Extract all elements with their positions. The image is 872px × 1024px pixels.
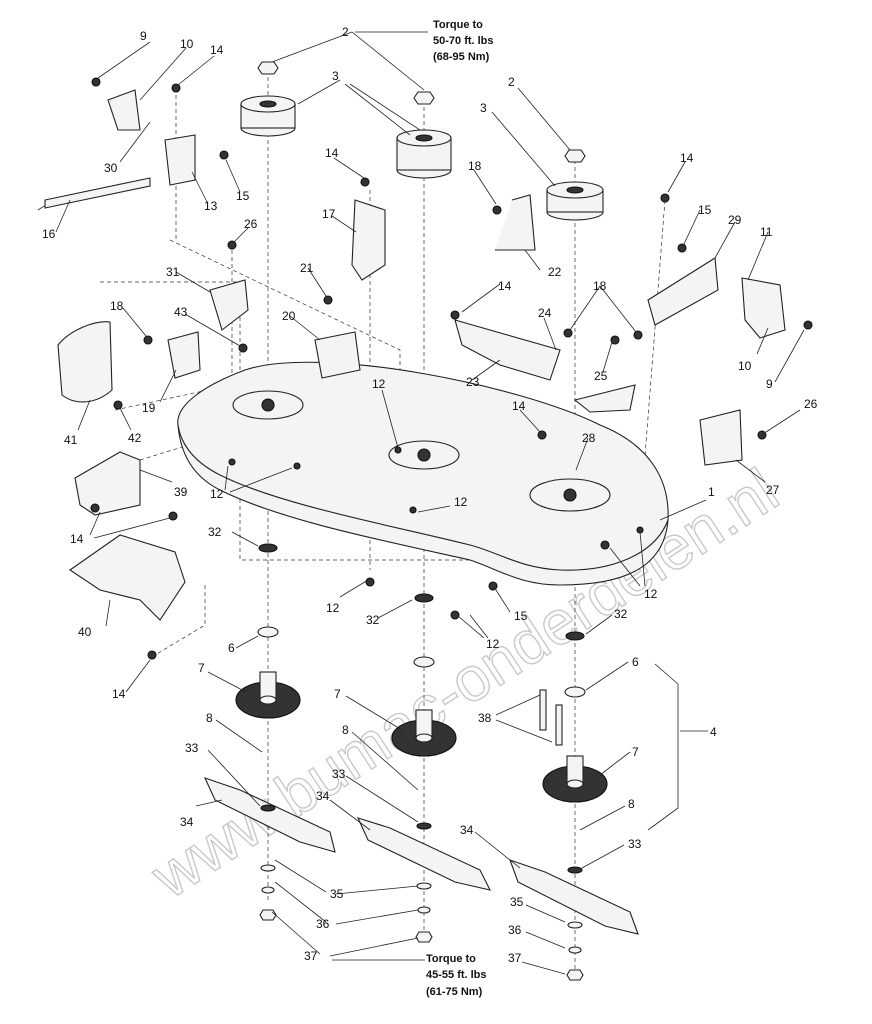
callout-33: 33 [628,837,642,851]
callout-30: 30 [104,161,118,175]
callout-29: 29 [728,213,742,227]
blades [203,777,639,935]
callout-32: 32 [208,525,222,539]
torque-note-top-line3: (68-95 Nm) [433,51,490,63]
callout-15: 15 [698,203,712,217]
callout-12: 12 [326,601,340,615]
callout-7: 7 [334,687,341,701]
torque-note-bottom-line3: (61-75 Nm) [426,986,483,998]
callout-38: 38 [478,711,492,725]
callout-32: 32 [614,607,628,621]
callout-7: 7 [198,661,205,675]
callout-9: 9 [140,29,147,43]
callout-37: 37 [508,951,522,965]
callout-2: 2 [342,25,349,39]
callout-26: 26 [244,217,258,231]
callout-26: 26 [804,397,818,411]
brackets [37,89,786,621]
callout-20: 20 [282,309,296,323]
torque-note-top-line1: Torque to [433,19,483,31]
callout-15: 15 [514,609,528,623]
callout-1: 1 [708,485,715,499]
callout-18: 18 [110,299,124,313]
pulleys [240,95,604,221]
callout-14: 14 [680,151,694,165]
callout-12: 12 [372,377,386,391]
callout-14: 14 [498,279,512,293]
callout-3: 3 [332,69,339,83]
callout-34: 34 [180,815,194,829]
callout-10: 10 [738,359,752,373]
callout-22: 22 [548,265,562,279]
callout-6: 6 [228,641,235,655]
callout-27: 27 [766,483,780,497]
torque-note-bottom-line1: Torque to [426,953,476,965]
callout-leaders [55,31,805,975]
callout-11: 11 [760,225,773,239]
callout-8: 8 [342,723,349,737]
callout-15: 15 [236,189,250,203]
torque-note-bottom: Torque to 45-55 ft. lbs (61-75 Nm) [426,953,487,998]
callout-34: 34 [460,823,474,837]
spacers-washers [257,543,586,981]
callout-33: 33 [332,767,346,781]
spindles [235,671,608,803]
callout-17: 17 [322,207,336,221]
callout-21: 21 [300,261,314,275]
callout-8: 8 [206,711,213,725]
callout-12: 12 [210,487,224,501]
callout-12: 12 [644,587,658,601]
callout-12: 12 [454,495,468,509]
callout-23: 23 [466,375,480,389]
callout-3: 3 [480,101,487,115]
deck-housing [177,361,669,586]
callout-37: 37 [304,949,318,963]
callout-31: 31 [166,265,180,279]
callout-41: 41 [64,433,78,447]
callout-6: 6 [632,655,639,669]
callout-labels: 1 2 2 3 3 3 4 6 6 7 7 7 8 8 8 9 9 10 10 … [42,25,818,965]
torque-note-top: Torque to 50-70 ft. lbs (68-95 Nm) [433,19,494,63]
callout-19: 19 [142,401,156,415]
callout-14: 14 [512,399,526,413]
callout-43: 43 [174,305,188,319]
callout-14: 14 [112,687,126,701]
hardware-bolts [90,77,813,746]
callout-28: 28 [582,431,596,445]
callout-4: 4 [710,725,717,739]
callout-8: 8 [628,797,635,811]
callout-14: 14 [70,532,84,546]
callout-12: 12 [486,637,500,651]
callout-35: 35 [510,895,524,909]
torque-note-bottom-line2: 45-55 ft. lbs [426,969,487,981]
callout-2: 2 [508,75,515,89]
callout-24: 24 [538,306,552,320]
callout-25: 25 [594,369,608,383]
callout-35: 35 [330,887,344,901]
callout-42: 42 [128,431,142,445]
callout-14: 14 [325,146,339,160]
callout-36: 36 [316,917,330,931]
callout-33: 33 [185,741,199,755]
callout-14: 14 [210,43,224,57]
callout-40: 40 [78,625,92,639]
callout-13: 13 [204,199,218,213]
callout-7: 7 [632,745,639,759]
callout-16: 16 [42,227,56,241]
callout-32: 32 [366,613,380,627]
callout-10: 10 [180,37,194,51]
callout-18: 18 [468,159,482,173]
callout-18: 18 [593,279,607,293]
callout-34: 34 [316,789,330,803]
callout-39: 39 [174,485,188,499]
callout-9: 9 [766,377,773,391]
pulley-nuts [257,61,586,163]
callout-36: 36 [508,923,522,937]
torque-note-top-line2: 50-70 ft. lbs [433,35,494,47]
